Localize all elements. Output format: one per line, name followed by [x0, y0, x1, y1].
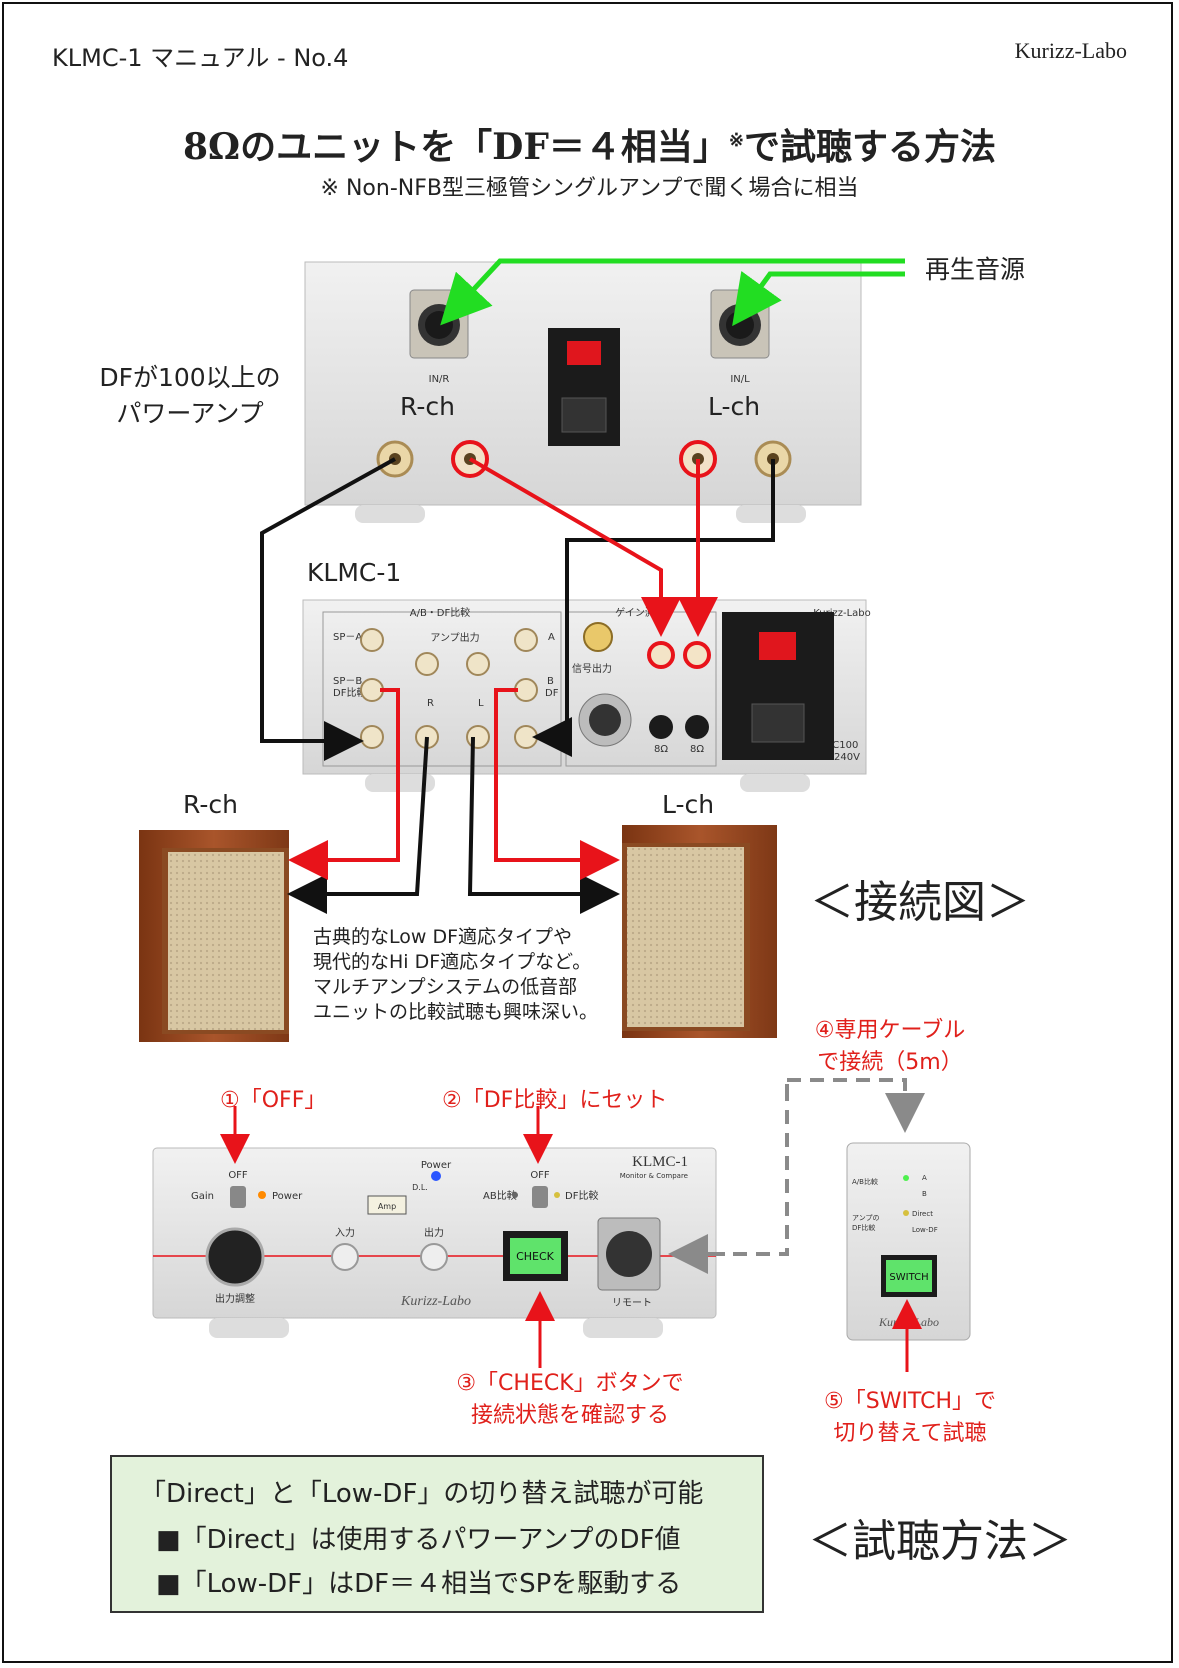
wire-r-plus [468, 457, 681, 637]
speaker-l [622, 825, 777, 1038]
amp-out-label: アンプ出力 [430, 631, 479, 644]
in-r-label: IN/R [429, 374, 450, 385]
klmc1-front-panel: OFF OFF Gain Power Power AB比較 DF比較 入力 出力… [152, 1147, 717, 1338]
sp-a-label: SP－A [333, 632, 362, 643]
rear-brand: Kurizz-Labo [813, 608, 871, 619]
wire-r-minus-to-gnd [260, 457, 396, 761]
listening-info-box: 「Direct」と「Low-DF」の切り替え試聴が可能 ■「Direct」は使用… [110, 1455, 764, 1613]
wire-speaker-l-minus [467, 736, 620, 914]
ohm-l-label: 8Ω [690, 744, 704, 755]
step1-label: ①「OFF」 [220, 1088, 327, 1113]
wire-speaker-r-plus [288, 688, 400, 880]
output-adjust-label: 出力調整 [215, 1292, 255, 1305]
klmc-label: KLMC-1 [307, 558, 402, 587]
speaker-l-label: L-ch [662, 790, 715, 819]
front-model-sub: Monitor & Compare [620, 1172, 688, 1180]
amp-lch-label: L-ch [708, 392, 761, 421]
a-label: A [548, 632, 555, 643]
front-model: KLMC-1 [632, 1154, 688, 1170]
speaker-r [139, 830, 289, 1042]
b-label: B [547, 676, 554, 687]
remote-df-label2: DF比較 [852, 1223, 875, 1232]
signal-line-l [732, 270, 905, 327]
r-label: R [427, 698, 434, 709]
remote-lowdf: Low-DF [912, 1226, 938, 1234]
df-cmp-front-label: DF比較 [565, 1189, 598, 1202]
in-l-label: IN/L [730, 374, 750, 385]
signal-line-r [440, 258, 905, 326]
group-ab-label: A/B・DF比較 [410, 606, 471, 619]
note-text: 古典的なLow DF適応タイプや 現代的なHi DF適応タイプなど。 マルチアン… [313, 926, 599, 1023]
wire-speaker-r-minus [287, 736, 429, 914]
remote-b: B [922, 1190, 927, 1198]
power-label: Power [272, 1191, 303, 1202]
l-label: L [478, 698, 484, 709]
document-title: KLMC-1 マニュアル - No.4 [52, 44, 349, 72]
ac2-label: ～240V [824, 752, 860, 763]
step2-label: ②「DF比較」にセット [442, 1088, 668, 1113]
off2-label: OFF [530, 1170, 550, 1181]
dl-label: D.L. [412, 1183, 428, 1192]
power-amplifier-rear: IN/R IN/L [304, 261, 862, 523]
listening-line2: ■「Direct」は使用するパワーアンプのDF値 [156, 1525, 681, 1555]
power-amp-label: DFが100以上の パワーアンプ [99, 363, 281, 428]
ohm-r-label: 8Ω [654, 744, 668, 755]
remote-label: リモート [612, 1298, 652, 1309]
amp-label: Amp [378, 1202, 396, 1211]
listening-heading: ＜試聴方法＞ [808, 1516, 1072, 1567]
step5-label: ⑤「SWITCH」で 切り替えて試聴 [824, 1389, 996, 1446]
page-title: 8Ωのユニットを「DF＝４相当」※で試聴する方法 [183, 126, 996, 168]
df-label: DF [545, 688, 559, 699]
listening-line3: ■「Low-DF」はDF＝４相当でSPを駆動する [156, 1569, 682, 1599]
page-subtitle: ※ Non-NFB型三極管シングルアンプで聞く場合に相当 [320, 176, 859, 201]
ac-label: AC100 [826, 740, 859, 751]
power-top-label: Power [421, 1160, 452, 1171]
klmc1-rear-panel: A/B・DF比較 ゲイン測定 アンプ出力 SP－A SP－B DF比較 GND … [302, 599, 871, 792]
step3-label: ③「CHECK」ボタンで 接続状態を確認する [456, 1371, 684, 1428]
sp-b-label: SP－B [333, 676, 362, 687]
remote-df-label: アンプの [852, 1214, 880, 1222]
remote-ab-label: A/B比較 [852, 1177, 878, 1186]
remote-direct: Direct [912, 1210, 933, 1218]
front-brand: Kurizz-Labo [400, 1294, 471, 1309]
wire-l-minus-to-gnd [532, 459, 775, 757]
remote-a: A [922, 1174, 927, 1182]
input-label: 入力 [335, 1226, 355, 1239]
off1-label: OFF [228, 1170, 248, 1181]
switch-button[interactable]: SWITCH [889, 1272, 928, 1283]
brand-name: Kurizz-Labo [1014, 38, 1127, 63]
speaker-r-label: R-ch [183, 790, 238, 819]
group-gain-label: ゲイン測定 [615, 606, 665, 619]
listening-line1: 「Direct」と「Low-DF」の切り替え試聴が可能 [140, 1479, 704, 1509]
output-label: 出力 [424, 1226, 444, 1239]
amp-rch-label: R-ch [400, 392, 455, 421]
gain-label: Gain [191, 1191, 214, 1202]
df-cmp-label: DF比較 [333, 686, 366, 699]
diagram-heading: ＜接続図＞ [810, 877, 1030, 928]
step4-label: ④専用ケーブル で接続（5m） [814, 1018, 966, 1075]
signal-out-label: 信号出力 [572, 662, 612, 675]
wire-speaker-l-plus [494, 688, 620, 880]
ab-cmp-label: AB比較 [483, 1189, 517, 1202]
check-button[interactable]: CHECK [516, 1250, 555, 1263]
source-label: 再生音源 [925, 255, 1026, 284]
remote-cable [700, 1081, 789, 1256]
